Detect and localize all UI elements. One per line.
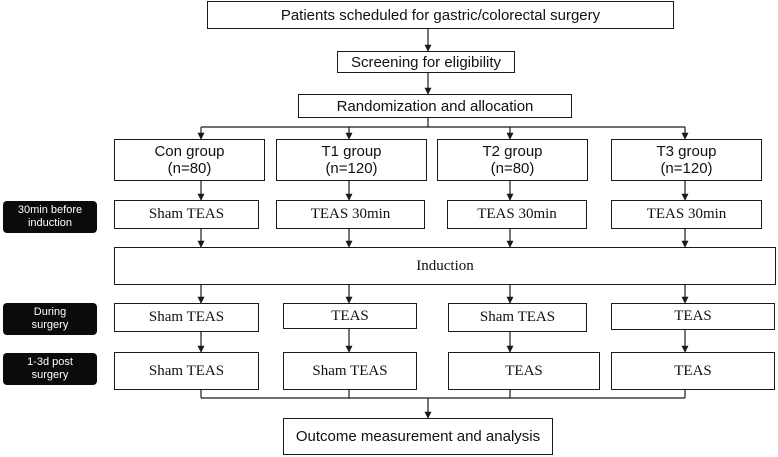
t3-group-name: T3 group — [656, 143, 717, 160]
induction-label: Induction — [416, 257, 474, 274]
t2-pre-induction-label: TEAS 30min — [477, 206, 557, 222]
con-during-surgery-box: Sham TEAS — [114, 303, 259, 332]
con-group-n: (n=80) — [167, 160, 212, 177]
randomization-label: Randomization and allocation — [336, 97, 534, 115]
phase-before-induction-line2: induction — [27, 217, 73, 229]
phase-during-surgery-line2: surgery — [31, 319, 69, 331]
con-group-box: Con group (n=80) — [114, 139, 265, 181]
con-during-surgery-label: Sham TEAS — [148, 309, 225, 325]
t2-pre-induction-box: TEAS 30min — [447, 200, 587, 229]
induction-box: Induction — [114, 247, 776, 285]
patients-label: Patients scheduled for gastric/colorecta… — [280, 6, 601, 24]
outcome-label: Outcome measurement and analysis — [295, 428, 541, 445]
t3-during-surgery-box: TEAS — [611, 303, 775, 330]
t3-post-surgery-label: TEAS — [674, 362, 712, 379]
phase-post-surgery-line1: 1-3d post — [27, 356, 73, 368]
phase-during-surgery: During surgery — [3, 303, 97, 335]
phase-before-induction: 30min before induction — [3, 201, 97, 233]
t2-group-n: (n=80) — [490, 160, 535, 177]
t1-group-name: T1 group — [321, 143, 382, 160]
t2-post-surgery-box: TEAS — [448, 352, 600, 390]
t3-group-n: (n=120) — [660, 160, 713, 177]
t3-during-surgery-label: TEAS — [674, 308, 712, 324]
phase-before-induction-line1: 30min before — [17, 204, 83, 216]
t2-during-surgery-box: Sham TEAS — [448, 303, 587, 332]
phase-post-surgery-line2: surgery — [31, 369, 69, 381]
phase-post-surgery: 1-3d post surgery — [3, 353, 97, 385]
con-group-name: Con group — [154, 143, 225, 160]
t3-post-surgery-box: TEAS — [611, 352, 775, 390]
t2-during-surgery-label: Sham TEAS — [479, 309, 556, 325]
t3-pre-induction-label: TEAS 30min — [646, 206, 727, 222]
randomization-box: Randomization and allocation — [298, 94, 572, 118]
screening-label: Screening for eligibility — [350, 53, 502, 71]
t1-during-surgery-label: TEAS — [331, 307, 369, 324]
t1-pre-induction-box: TEAS 30min — [276, 200, 425, 229]
t1-during-surgery-box: TEAS — [283, 303, 417, 329]
patients-box: Patients scheduled for gastric/colorecta… — [207, 1, 674, 29]
phase-during-surgery-line1: During — [33, 306, 67, 318]
screening-box: Screening for eligibility — [337, 51, 515, 73]
con-post-surgery-label: Sham TEAS — [148, 362, 225, 379]
t1-post-surgery-box: Sham TEAS — [283, 352, 417, 390]
t1-group-box: T1 group (n=120) — [276, 139, 427, 181]
t1-post-surgery-label: Sham TEAS — [312, 362, 388, 379]
con-pre-induction-label: Sham TEAS — [148, 206, 225, 222]
con-pre-induction-box: Sham TEAS — [114, 200, 259, 229]
t2-group-name: T2 group — [482, 143, 543, 160]
outcome-box: Outcome measurement and analysis — [283, 418, 553, 455]
t3-group-box: T3 group (n=120) — [611, 139, 762, 181]
t2-group-box: T2 group (n=80) — [437, 139, 588, 181]
t2-post-surgery-label: TEAS — [505, 362, 543, 379]
t1-pre-induction-label: TEAS 30min — [310, 206, 391, 222]
con-post-surgery-box: Sham TEAS — [114, 352, 259, 390]
t3-pre-induction-box: TEAS 30min — [611, 200, 762, 229]
t1-group-n: (n=120) — [325, 160, 378, 177]
